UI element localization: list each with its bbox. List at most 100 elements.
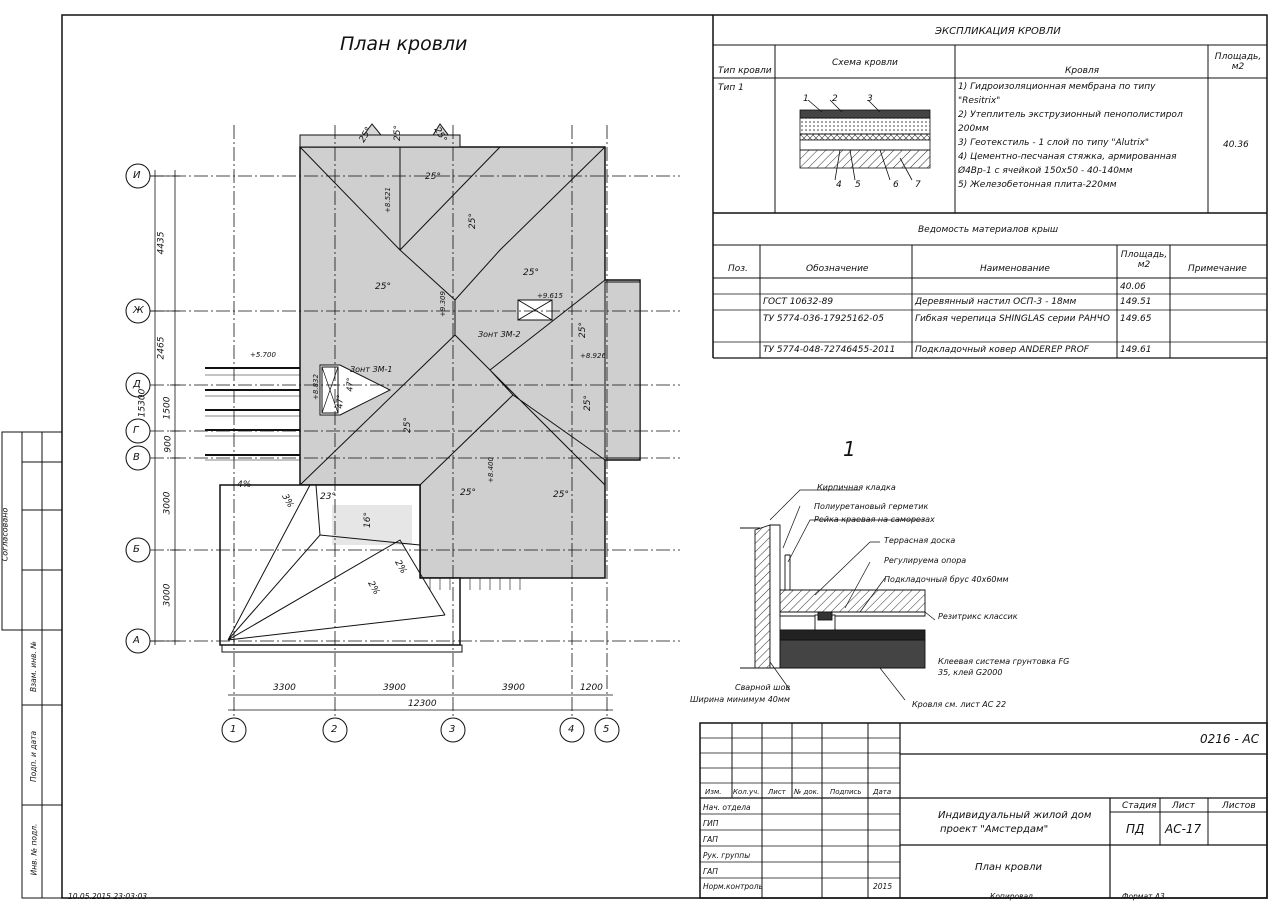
agreed-label: Согласовано <box>0 507 10 562</box>
detail-1-section <box>740 489 936 701</box>
slope-label: 25° <box>402 417 413 433</box>
materials-area: 149.65 <box>1120 314 1152 324</box>
layer-mark: 6 <box>893 180 899 190</box>
roof-area: 40.36 <box>1223 140 1249 150</box>
explication-title: ЭКСПЛИКАЦИЯ КРОВЛИ <box>935 26 1061 37</box>
materials-name: Деревянный настил ОСП-3 - 18мм <box>915 297 1077 307</box>
plan-note: Зонт ЗМ-2 <box>478 330 521 339</box>
stamp-role: ГАП <box>703 835 718 844</box>
dim-value: 3900 <box>502 683 525 693</box>
axis-label: В <box>133 452 140 463</box>
strip-label: Инв. № подл. <box>29 823 39 876</box>
elevation-mark: +8.832 <box>311 374 320 400</box>
axis-label: 2 <box>331 724 338 735</box>
detail-label: Резитрикс классик <box>938 612 1018 621</box>
materials-area: 149.51 <box>1120 297 1152 307</box>
slope-label: 25° <box>392 125 403 141</box>
roof-layer: 5) Железобетонная плита-220мм <box>958 180 1117 190</box>
explication-header: Тип кровли <box>718 66 772 76</box>
slope-label: 25° <box>425 172 441 182</box>
stamp-role: ГАП <box>703 867 718 876</box>
stamp-col-header: Кол.уч. <box>733 788 760 796</box>
axis-label: А <box>133 635 140 646</box>
stage-label: Стадия <box>1122 801 1157 811</box>
layer-mark: 3 <box>867 94 873 104</box>
axis-label: И <box>133 170 141 181</box>
detail-label: Клеевая система грунтовка FG <box>938 657 1070 666</box>
layer-mark: 4 <box>836 180 842 190</box>
sheets-label: Листов <box>1222 801 1256 811</box>
format-label: Формат А3 <box>1122 892 1165 901</box>
dim-total: 12300 <box>408 699 437 709</box>
dimension-lines <box>150 170 613 711</box>
dim-value: 900 <box>163 435 174 453</box>
materials-code: ТУ 5774-036-17925162-05 <box>763 314 884 324</box>
explication-header: Схема кровли <box>832 58 898 68</box>
slope-label: 25° <box>553 490 569 500</box>
stamp-year: 2015 <box>873 882 893 891</box>
roof-layer: 2) Утеплитель экструзионный пенополистир… <box>958 110 1183 120</box>
roof-type: Тип 1 <box>718 83 744 93</box>
detail-number: 1 <box>843 437 856 461</box>
detail-label: Кирпичная кладка <box>817 483 896 492</box>
roof-layer: 3) Геотекстиль - 1 слой по типу "Alutrix… <box>958 138 1150 148</box>
roof-layer: 1) Гидроизоляционная мембрана по типу <box>958 82 1156 92</box>
dim-value: 4435 <box>156 231 167 255</box>
dim-value: 15300 <box>137 388 148 418</box>
elevation-mark: +9.615 <box>537 292 563 300</box>
detail-label: Полиуретановый герметик <box>814 502 929 511</box>
stamp-role: Норм.контроль <box>703 882 763 891</box>
dim-value: 3300 <box>273 683 296 693</box>
strip-label: Подп. и дата <box>29 730 39 783</box>
axis-label: Ж <box>133 305 144 316</box>
stamp-col-header: Подпись <box>830 788 862 796</box>
layer-mark: 2 <box>832 94 838 104</box>
project-name: проект "Амстердам" <box>940 824 1049 835</box>
strip-label: Взам. инв. № <box>28 641 38 692</box>
materials-code: ГОСТ 10632-89 <box>763 297 834 307</box>
slope-label: 25° <box>582 395 593 411</box>
copied-label: Копировал <box>990 892 1033 901</box>
materials-area: 40.06 <box>1120 282 1146 292</box>
dim-value: 3900 <box>383 683 406 693</box>
layer-mark: 7 <box>915 180 921 190</box>
materials-header: Площадь, м2 <box>1120 250 1168 270</box>
materials-name: Подкладочный ковер ANDEREP PROF <box>915 345 1089 355</box>
materials-code: ТУ 5774-048-72746455-2011 <box>763 345 896 355</box>
layer-mark: 1 <box>803 94 809 104</box>
materials-header: Наименование <box>980 264 1050 274</box>
detail-label: Подкладочный брус 40х60мм <box>884 575 1009 584</box>
roof-plan <box>205 123 641 653</box>
elevation-mark: +5.700 <box>250 351 276 359</box>
slope-label: 23° <box>320 492 336 502</box>
materials-title: Ведомость материалов крыш <box>918 225 1059 235</box>
axis-label: Б <box>133 544 140 555</box>
explication-table-grid <box>713 44 1267 358</box>
slope-label: 25° <box>577 322 588 338</box>
stamp-role: Рук. группы <box>703 851 751 860</box>
roof-layer: Ø4Вр-1 с ячейкой 150х50 - 40-140мм <box>958 166 1133 176</box>
slope-label: 25° <box>375 282 391 292</box>
detail-label: Регулируема опора <box>884 556 967 565</box>
sheet-title: План кровли <box>975 862 1043 873</box>
axis-lines <box>150 125 680 717</box>
stage-value: ПД <box>1126 822 1145 836</box>
elevation-mark: +9.309 <box>438 291 447 317</box>
stamp-role: ГИП <box>703 819 719 828</box>
detail-label: Террасная доска <box>884 536 956 545</box>
axis-label: 5 <box>603 724 610 735</box>
roof-layer: 4) Цементно-песчаная стяжка, армированна… <box>958 152 1177 162</box>
plan-note: Зонт ЗМ-1 <box>350 365 393 374</box>
materials-header: Обозначение <box>806 264 869 274</box>
materials-header: Примечание <box>1188 264 1247 274</box>
slope-label: 16° <box>362 512 373 528</box>
roof-scheme <box>799 99 931 181</box>
elevation-mark: +8.400 <box>486 457 495 483</box>
roof-layer: "Resitrix" <box>958 96 1001 106</box>
detail-label: Рейка краевая на саморезах <box>814 515 935 524</box>
explication-header: Площадь, м2 <box>1214 52 1262 72</box>
detail-label: Кровля см. лист АС 22 <box>912 700 1007 709</box>
stamp-col-header: Лист <box>768 788 786 796</box>
axis-label: 3 <box>449 724 456 735</box>
